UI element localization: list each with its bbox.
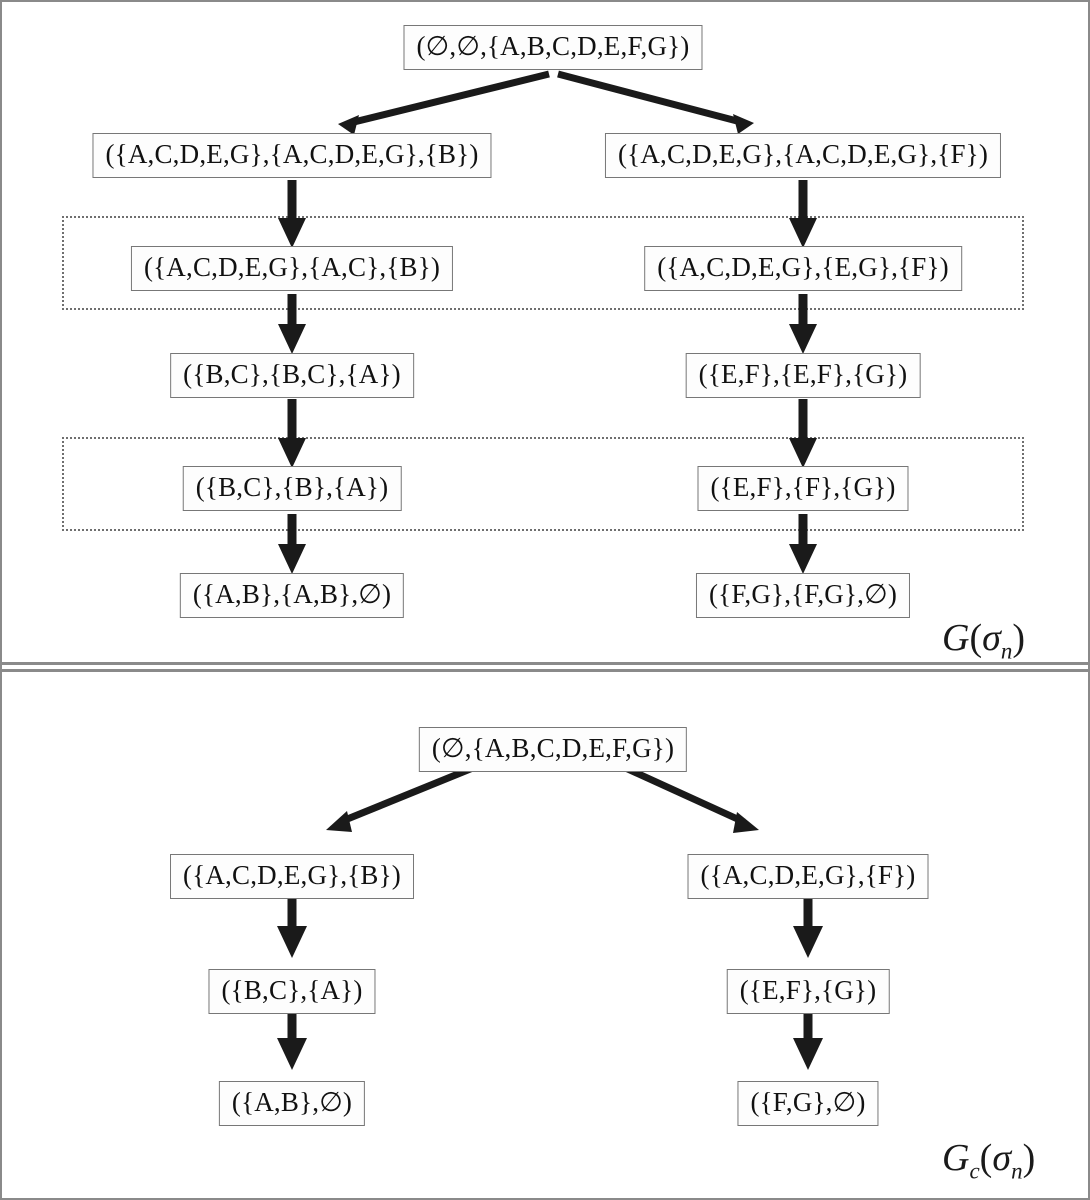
caption-lower-subscript: c (969, 1158, 980, 1184)
caption-upper-sigma-subscript: n (1000, 638, 1013, 664)
arrow-left-3-to-4 (2, 2, 1088, 662)
panel-upper-graph: (∅,∅,{A,B,C,D,E,F,G}) ({A,C,D,E,G},{A,C,… (2, 2, 1088, 665)
node-lower-left-1[interactable]: ({A,C,D,E,G},{B}) (170, 854, 414, 899)
panel-divider (0, 662, 1090, 672)
arrow-left-2-to-3 (2, 2, 1088, 662)
arrow-right-1-to-2 (2, 2, 1088, 662)
caption-upper-base: G (942, 617, 970, 659)
caption-lower-sigma: σ (992, 1137, 1012, 1179)
node-upper-right-4[interactable]: ({E,F},{F},{G}) (697, 466, 909, 511)
node-upper-left-5[interactable]: ({A,B},{A,B},∅) (179, 573, 405, 618)
node-lower-left-3[interactable]: ({A,B},∅) (218, 1081, 366, 1126)
node-upper-left-1[interactable]: ({A,C,D,E,G},{A,C,D,E,G},{B}) (92, 133, 492, 178)
caption-lower-sigma-subscript: n (1011, 1158, 1023, 1184)
caption-upper-sigma: σ (982, 617, 1001, 659)
node-upper-root[interactable]: (∅,∅,{A,B,C,D,E,F,G}) (403, 25, 703, 70)
node-lower-right-2[interactable]: ({E,F},{G}) (726, 969, 890, 1014)
arrow-left-4-to-5 (2, 2, 1088, 662)
divider-rule-bottom (0, 669, 1090, 672)
node-upper-right-5[interactable]: ({F,G},{F,G},∅) (695, 573, 911, 618)
node-upper-right-1[interactable]: ({A,C,D,E,G},{A,C,D,E,G},{F}) (604, 133, 1002, 178)
caption-lower-close-paren: ) (1022, 1137, 1036, 1179)
node-upper-right-2[interactable]: ({A,C,D,E,G},{E,G},{F}) (644, 246, 962, 291)
caption-lower-open-paren: ( (979, 1137, 993, 1179)
node-lower-left-2[interactable]: ({B,C},{A}) (208, 969, 376, 1014)
arrow-left-1-to-2 (2, 2, 1088, 662)
arrow-root-to-left-1 (2, 2, 1088, 662)
node-upper-left-3[interactable]: ({B,C},{B,C},{A}) (170, 353, 414, 398)
caption-upper-graph: G(σn) (942, 616, 1025, 665)
node-upper-right-3[interactable]: ({E,F},{E,F},{G}) (685, 353, 921, 398)
caption-lower-graph: Gc(σn) (942, 1136, 1035, 1185)
caption-upper-close-paren: ) (1012, 617, 1026, 659)
node-lower-right-1[interactable]: ({A,C,D,E,G},{F}) (687, 854, 929, 899)
node-upper-left-2[interactable]: ({A,C,D,E,G},{A,C},{B}) (130, 246, 454, 291)
node-upper-left-4[interactable]: ({B,C},{B},{A}) (182, 466, 402, 511)
divider-rule-top (0, 662, 1090, 665)
arrow-root-to-right-1 (2, 2, 1088, 662)
panel-lower-graph: (∅,{A,B,C,D,E,F,G}) ({A,C,D,E,G},{B}) ({… (2, 674, 1088, 1198)
node-lower-right-3[interactable]: ({F,G},∅) (737, 1081, 879, 1126)
caption-lower-base: G (942, 1137, 970, 1179)
caption-upper-open-paren: ( (969, 617, 983, 659)
dotted-group-upper-1 (62, 216, 1024, 310)
dotted-group-upper-2 (62, 437, 1024, 531)
arrow-right-4-to-5 (2, 2, 1088, 662)
node-lower-root[interactable]: (∅,{A,B,C,D,E,F,G}) (418, 727, 688, 772)
arrow-right-3-to-4 (2, 2, 1088, 662)
arrow-right-2-to-3 (2, 2, 1088, 662)
